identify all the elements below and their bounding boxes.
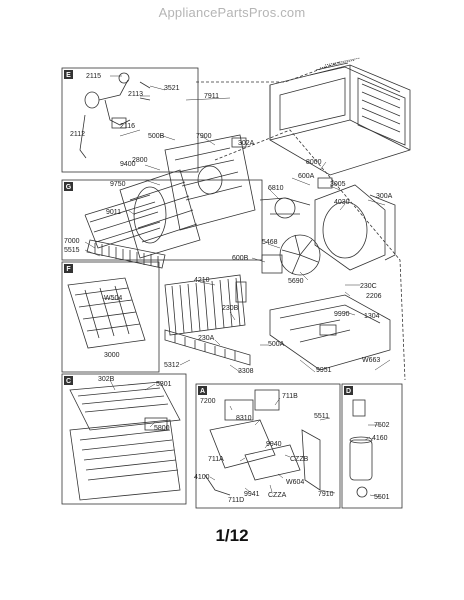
part-label-9940: 9940 (266, 441, 282, 448)
evaporator-strip (164, 329, 251, 366)
frame-section-e (61, 67, 199, 173)
svg-text:F: F (66, 266, 71, 273)
part-label-5501: 5501 (374, 494, 390, 501)
section-badge-e: E (64, 70, 73, 79)
part-label-9951: 9951 (316, 367, 332, 374)
svg-text:A: A (200, 388, 205, 395)
part-label-5301: 5301 (156, 381, 172, 388)
frame-section-g (61, 179, 263, 261)
part-label-5800: 5800 (154, 425, 170, 432)
air-filter (67, 277, 146, 349)
leader-lines (84, 75, 391, 498)
part-label-czzb: CZZB (290, 456, 309, 463)
frame-section-d (341, 383, 403, 509)
frame-section-a (195, 383, 341, 509)
part-label-711d: 711D (228, 497, 244, 504)
part-label-1304: 1304 (364, 313, 380, 320)
part-label-8310: 8310 (236, 415, 252, 422)
part-label-600a: 600A (298, 173, 315, 180)
fan-motor (259, 177, 333, 219)
svg-text:D: D (346, 388, 351, 395)
site-title: AppliancePartsPros.com (158, 5, 306, 20)
part-label-9011: 9011 (106, 209, 121, 216)
page-number: 1/12 (215, 526, 249, 545)
part-label-9941: 9941 (244, 491, 260, 498)
part-label-2115: 2115 (86, 73, 101, 80)
part-label-7900: 7900 (196, 133, 212, 140)
part-label-4210: 4210 (194, 277, 210, 284)
part-label-9990: 9990 (334, 311, 350, 318)
section-badge-f: F (64, 264, 73, 273)
part-label-czza: CZZA (268, 492, 287, 499)
frame-section-f (61, 261, 160, 373)
part-label-2113: 2113 (128, 91, 143, 98)
part-label-7911: 7911 (204, 93, 219, 100)
part-label-2800: 2800 (132, 157, 148, 164)
control-assembly (204, 389, 321, 496)
part-label-7502: 7502 (374, 422, 390, 429)
part-label-5690: 5690 (288, 278, 304, 285)
part-label-711b: 711B (282, 393, 298, 400)
crossflow-fan (86, 239, 166, 269)
part-label-5515: 5515 (64, 247, 80, 254)
part-label-3005: 3005 (330, 181, 346, 188)
part-label-3521: 3521 (164, 85, 180, 92)
part-label-6810: 6810 (268, 185, 284, 192)
part-label-711a: 711A (208, 456, 224, 463)
reversing-valve-assembly (79, 72, 151, 159)
section-badge-c: C (64, 376, 73, 385)
part-label-500a: 500A (268, 341, 285, 348)
part-label-7910: 7910 (318, 491, 334, 498)
part-label-5468: 5468 (262, 239, 278, 246)
part-label-600b: 600B (232, 255, 249, 262)
svg-text:G: G (66, 184, 72, 191)
section-badge-a: A (198, 386, 207, 395)
part-label-300a: 300A (376, 193, 393, 200)
part-label-230a: 230A (198, 335, 215, 342)
part-label-3308: 3308 (238, 368, 254, 375)
part-label-5312: 5312 (164, 362, 180, 369)
part-label-230b: 230B (222, 305, 239, 312)
frame-section-c (61, 373, 187, 505)
part-label-2116: 2116 (120, 123, 135, 130)
grille-302a (231, 137, 247, 148)
condenser-coil (164, 274, 247, 336)
part-label-2112: 2112 (70, 131, 85, 138)
part-label-302a: 302A (238, 140, 255, 147)
part-label-4160: 4160 (372, 435, 388, 442)
part-label-8000: 8000 (306, 159, 322, 166)
dashed-enclosure (196, 61, 406, 381)
part-label-7000: 7000 (64, 238, 80, 245)
part-label-5511: 5511 (314, 413, 329, 420)
part-label-4030: 4030 (334, 199, 350, 206)
part-label-w604: W604 (286, 479, 304, 486)
condenser-shroud (314, 184, 396, 271)
part-label-w504: W504 (104, 295, 122, 302)
part-label-2206: 2206 (366, 293, 382, 300)
condenser-fan (261, 234, 321, 276)
part-label-500b: 500B (148, 133, 165, 140)
capacitor-parts (349, 399, 373, 498)
part-label-3000: 3000 (104, 352, 120, 359)
part-label-7200: 7200 (200, 398, 216, 405)
part-label-230c: 230C (360, 283, 377, 290)
part-label-9400: 9400 (120, 161, 136, 168)
svg-text:E: E (66, 72, 71, 79)
blower-assembly (84, 169, 201, 259)
part-label-4100: 4100 (194, 474, 210, 481)
section-badge-g: G (64, 182, 73, 191)
outer-cabinet (269, 57, 411, 176)
section-badge-d: D (344, 386, 353, 395)
svg-text:C: C (66, 378, 71, 385)
part-label-w663: W663 (362, 357, 380, 364)
base-pan (269, 294, 391, 371)
fan-scroll-housing (164, 134, 256, 231)
front-panel (69, 381, 181, 501)
part-label-9750: 9750 (110, 181, 126, 188)
part-label-302b: 302B (98, 376, 115, 383)
